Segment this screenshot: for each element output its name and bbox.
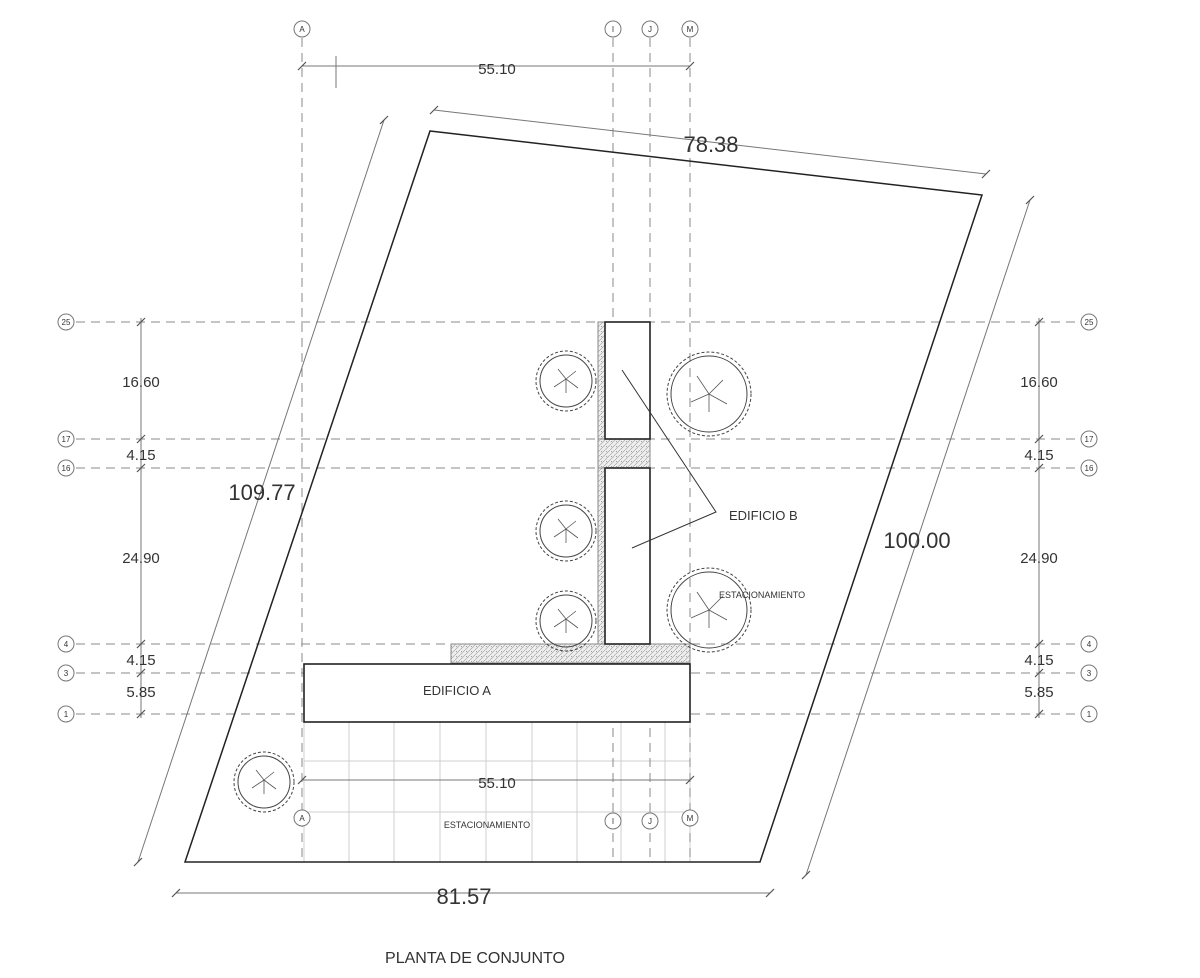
tree-icon [666,351,752,437]
svg-text:17: 17 [62,435,71,444]
grid-bubble-row-25-left: 25 [57,313,75,331]
site-boundary [183,130,984,863]
dim-site-left [133,115,389,867]
tree-icon [535,500,597,562]
dim-rows-right [1034,317,1044,719]
svg-text:4: 4 [64,640,69,649]
dim-site-bottom [171,888,775,898]
dim-columns-top-label: 55.10 [478,61,516,78]
dim-columns-bottom [297,775,695,785]
grid-bubble-row-17-right: 17 [1080,430,1098,448]
svg-text:3: 3 [1087,669,1092,678]
grid-bubble-row-4-right: 4 [1080,635,1098,653]
dim-site-right [801,195,1035,880]
grid-bubble-col-j-bottom: J [641,812,659,830]
grid-bubble-col-j-top: J [641,20,659,38]
grid-bubble-row-1-right: 1 [1080,705,1098,723]
tree-icon [666,567,752,653]
drawing-title: PLANTA DE CONJUNTO [385,950,565,967]
tree-icon [535,590,597,652]
svg-text:A: A [299,814,305,823]
grid-bubble-col-m-bottom: M [681,809,699,827]
dim-row-left-4: 4.15 [126,652,155,669]
dim-site-top-label: 78.38 [683,132,738,157]
svg-text:3: 3 [64,669,69,678]
dim-row-left-5: 5.85 [126,684,155,701]
dim-columns-bottom-label: 55.10 [478,775,516,792]
dim-site-left-label: 109.77 [228,480,295,505]
dim-row-right-3: 24.90 [1020,550,1058,567]
dim-row-left-1: 16.60 [122,374,160,391]
grid-bubble-col-i-bottom: I [604,812,622,830]
svg-text:16: 16 [1085,464,1094,473]
bottom-parking-stripes [303,722,691,862]
svg-text:M: M [687,814,694,823]
grid-bubble-row-25-right: 25 [1080,313,1098,331]
walkway-vertical [597,321,606,645]
grid-bubble-col-i-top: I [604,20,622,38]
grid-bubble-col-a-top: A [293,20,311,38]
grid-bubble-row-16-left: 16 [57,459,75,477]
building-a [303,663,691,723]
walkway-horizontal [450,643,691,664]
svg-text:I: I [612,25,614,34]
grid-bubble-row-4-left: 4 [57,635,75,653]
tree-icon [535,350,597,412]
tree-icon [233,751,295,813]
dim-columns-top [297,56,695,88]
dim-row-right-2: 4.15 [1024,447,1053,464]
dim-rows-left [136,317,146,719]
svg-text:25: 25 [1085,318,1094,327]
svg-text:1: 1 [1087,710,1092,719]
building-b-label: EDIFICIO B [729,508,798,523]
grid-bubble-col-a-bottom: A [293,809,311,827]
building-b-lower [604,467,651,645]
svg-text:M: M [687,25,694,34]
grid-bubble-row-3-left: 3 [57,664,75,682]
dim-row-left-2: 4.15 [126,447,155,464]
dim-row-left-3: 24.90 [122,550,160,567]
dim-row-right-5: 5.85 [1024,684,1053,701]
walkway-connector [597,438,651,469]
svg-text:4: 4 [1087,640,1092,649]
svg-text:I: I [612,817,614,826]
building-b-leader [621,369,717,549]
grid-bubble-col-m-top: M [681,20,699,38]
grid-bubble-row-3-right: 3 [1080,664,1098,682]
svg-text:17: 17 [1085,435,1094,444]
svg-text:A: A [299,25,305,34]
grid-bubble-row-1-left: 1 [57,705,75,723]
dim-site-top [429,105,991,179]
svg-text:25: 25 [62,318,71,327]
building-a-label: EDIFICIO A [423,683,491,698]
parking-label-right: ESTACIONAMIENTO [719,590,805,600]
parking-label-bottom: ESTACIONAMIENTO [444,820,530,830]
grid-bubble-row-17-left: 17 [57,430,75,448]
dim-site-right-label: 100.00 [883,528,950,553]
dim-row-right-1: 16.60 [1020,374,1058,391]
building-b-upper [604,321,651,440]
svg-text:16: 16 [62,464,71,473]
svg-text:J: J [648,817,652,826]
grid-bubble-row-16-right: 16 [1080,459,1098,477]
svg-text:1: 1 [64,710,69,719]
dim-row-right-4: 4.15 [1024,652,1053,669]
svg-text:J: J [648,25,652,34]
dim-site-bottom-label: 81.57 [436,884,491,909]
